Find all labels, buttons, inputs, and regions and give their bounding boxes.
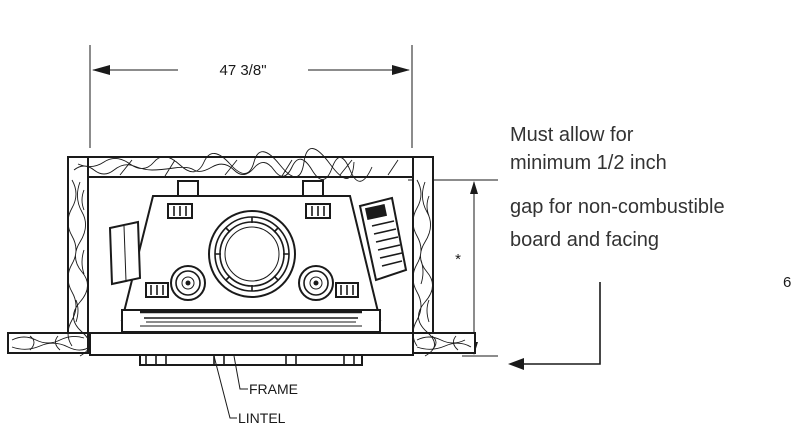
width-label: 47 3/8": [219, 62, 266, 79]
note-leader-line: [520, 282, 601, 365]
connector-block-upper-right: [305, 203, 331, 219]
wood-grain-header: [73, 148, 399, 182]
side-box-left-detail: [123, 225, 127, 282]
connector-block-lower-left: [145, 282, 169, 298]
top-collar-right: [302, 180, 324, 198]
note-line-1: Must allow for: [510, 124, 634, 146]
wood-framing: [7, 148, 476, 357]
burner-port-right: [298, 265, 334, 301]
frame-strip: [139, 354, 363, 366]
wood-grain-floor-left: [11, 335, 93, 351]
lintel-label: LINTEL: [238, 410, 286, 426]
top-collar-left: [177, 180, 199, 198]
connector-block-upper-left: [167, 203, 193, 219]
burner-port-left: [170, 265, 206, 301]
width-arrowhead-left: [92, 65, 110, 75]
control-module-right: [358, 196, 408, 282]
width-dimension: 47 3/8": [89, 45, 413, 148]
frame-callout: FRAME: [233, 355, 298, 397]
control-module-vents: [371, 220, 403, 267]
frame-leader-line: [233, 355, 248, 390]
connector-block-lower-right: [335, 282, 359, 298]
note-leader-arrowhead: [508, 358, 524, 370]
lintel-callout: LINTEL: [213, 355, 286, 426]
note-line-2: minimum 1/2 inch: [510, 152, 667, 174]
wood-grain-stud-right: [412, 179, 435, 357]
height-arrowhead-top: [470, 181, 478, 194]
frame-label: FRAME: [249, 381, 298, 397]
fireplace-unit: [108, 180, 408, 333]
installation-note: Must allow for minimum 1/2 inch gap for …: [510, 124, 791, 291]
lintel-frame-assembly: [89, 332, 414, 366]
side-partial-label: 6: [783, 274, 791, 291]
wood-grain-stud-left: [67, 179, 90, 357]
lintel-bar: [89, 332, 414, 356]
wood-grain-floor-right: [416, 335, 472, 351]
note-leader-arrow: [508, 282, 601, 370]
flue-collar: [208, 210, 296, 298]
note-line-3: gap for non-combustible: [510, 196, 725, 218]
note-line-4: board and facing: [510, 229, 659, 251]
firebox-base: [121, 309, 381, 333]
lintel-leader-line: [213, 355, 237, 419]
width-arrowhead-right: [392, 65, 410, 75]
control-module-display: [364, 204, 388, 220]
wood-floor-right: [412, 332, 476, 354]
height-label: *: [455, 251, 461, 268]
frame-strip-ticks: [145, 356, 355, 364]
